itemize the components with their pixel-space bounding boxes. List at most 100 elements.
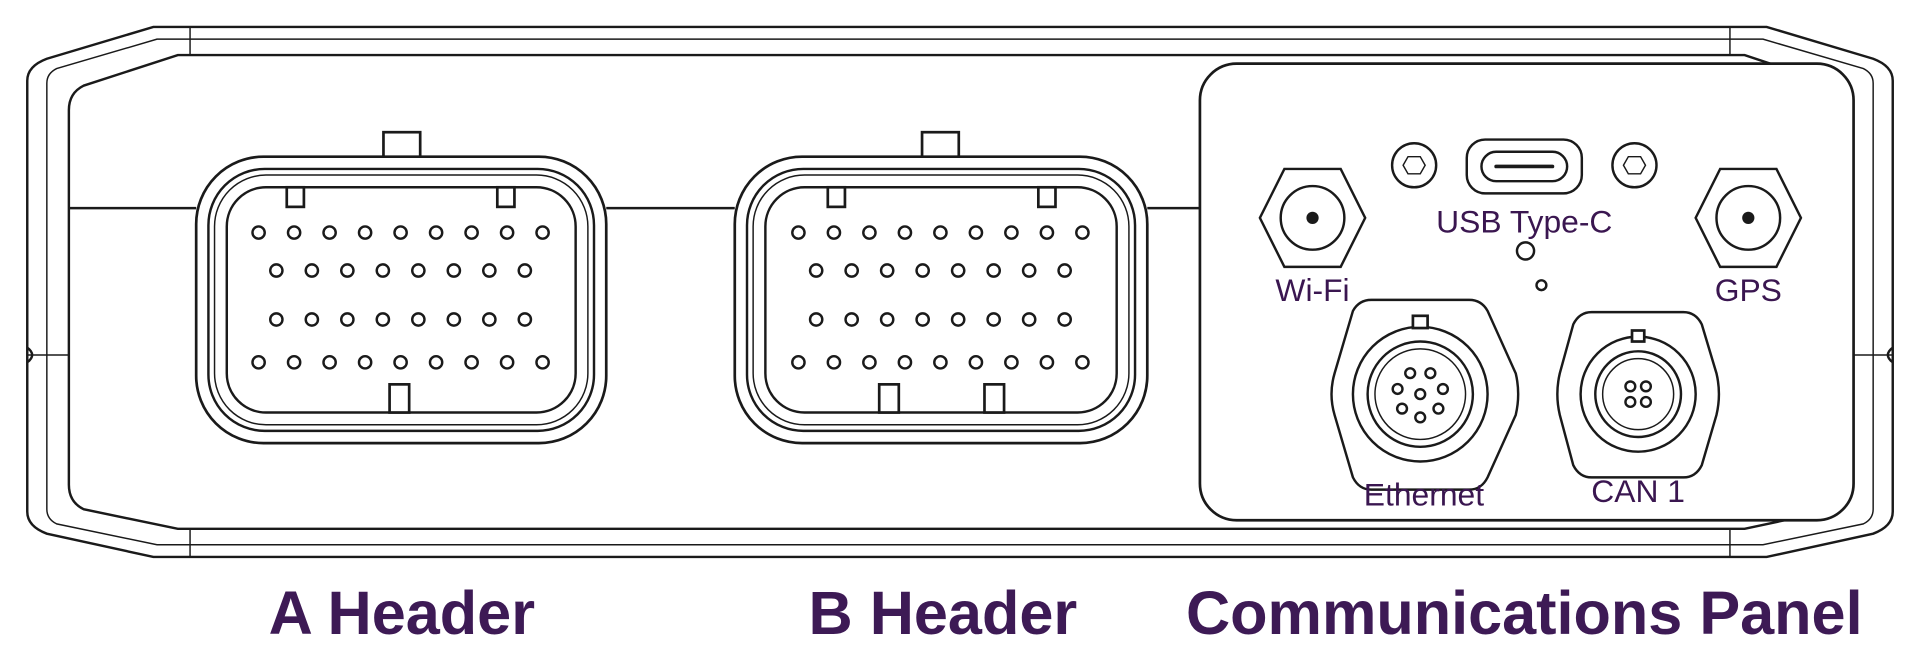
header-pin [357, 354, 373, 370]
header-pin [535, 354, 550, 370]
header-pin [897, 225, 913, 240]
ethernet-pin [1404, 367, 1417, 380]
header-pin [986, 263, 1002, 278]
gps-label: GPS [1715, 272, 1782, 308]
ethernet-pin [1414, 388, 1427, 401]
header-pin [915, 263, 931, 278]
wifi-label: Wi-Fi [1275, 272, 1349, 308]
header-pin [393, 225, 408, 240]
b-header-label: B Header [809, 579, 1078, 647]
usb-label: USB Type-C [1436, 204, 1612, 240]
header-pin [517, 312, 533, 327]
header-pin [499, 354, 515, 370]
header-pin [375, 263, 391, 278]
header-pin [1075, 225, 1090, 240]
header-pin [1004, 225, 1019, 240]
header-pin [393, 354, 408, 370]
header-pin [428, 225, 444, 240]
screw-right [1611, 141, 1658, 189]
a-header-label: A Header [269, 579, 535, 647]
header-pin [844, 312, 860, 327]
can1-pin [1639, 380, 1653, 393]
header-pin [1004, 354, 1019, 370]
can1-port[interactable] [1556, 310, 1721, 479]
header-pin [897, 354, 913, 370]
can1-pin [1639, 395, 1653, 409]
ethernet-pin [1414, 411, 1427, 424]
header-pin [950, 263, 966, 278]
header-pin [879, 263, 895, 278]
header-pin [375, 312, 391, 327]
header-pin [1057, 263, 1073, 278]
header-pin [251, 354, 266, 370]
ethernet-pin [1391, 382, 1404, 396]
header-pin [481, 263, 497, 278]
header-pin [411, 312, 426, 327]
header-pin [446, 263, 462, 278]
ethernet-pin [1436, 382, 1450, 396]
header-pin [968, 225, 984, 240]
wifi-antenna-port[interactable] [1258, 167, 1367, 269]
screw-left [1390, 141, 1438, 189]
header-pin [826, 354, 842, 370]
ethernet-port[interactable] [1330, 298, 1520, 491]
header-pin [286, 354, 302, 370]
usb-c-port[interactable] [1465, 138, 1584, 195]
ethernet-pin [1432, 402, 1445, 415]
header-pin [933, 225, 948, 240]
header-pin [269, 312, 284, 327]
can1-pin [1624, 395, 1637, 409]
header-pin [879, 312, 895, 327]
b-header-connector [733, 130, 1149, 445]
header-pin [1021, 263, 1037, 278]
header-pin [304, 263, 320, 278]
header-pin [1075, 354, 1090, 370]
a-header-connector [194, 130, 608, 445]
header-pin [499, 225, 515, 240]
header-pin [428, 354, 444, 370]
can1-pin [1624, 380, 1637, 393]
header-pin [826, 225, 842, 240]
header-pin [1021, 312, 1037, 327]
header-pin [844, 263, 860, 278]
header-pin [808, 312, 824, 327]
communications-panel-label: Communications Panel [1186, 579, 1863, 647]
header-pin [464, 225, 479, 240]
ethernet-pin [1395, 402, 1409, 415]
header-pin [322, 225, 337, 240]
header-pin [791, 354, 806, 370]
header-pin [464, 354, 479, 370]
header-pin [446, 312, 462, 327]
header-pin [808, 263, 824, 278]
header-pin [411, 263, 426, 278]
header-pin [950, 312, 966, 327]
header-pin [251, 225, 266, 240]
header-pin [933, 354, 948, 370]
communications-panel: Wi-Fi GPS USB Type-C [1198, 62, 1855, 522]
header-pin [1057, 312, 1073, 327]
header-pin [517, 263, 533, 278]
header-pin [791, 225, 806, 240]
reset-pinhole-icon [1535, 279, 1548, 292]
gps-antenna-port[interactable] [1694, 167, 1803, 269]
header-pin [535, 225, 550, 240]
status-led-icon [1515, 241, 1536, 261]
header-pin [915, 312, 931, 327]
ethernet-pin [1424, 367, 1437, 380]
header-pin [304, 312, 320, 327]
header-pin [357, 225, 373, 240]
header-pin [862, 354, 877, 370]
header-pin [986, 312, 1002, 327]
header-pin [968, 354, 984, 370]
header-pin [340, 263, 355, 278]
header-pin [340, 312, 355, 327]
header-pin [481, 312, 497, 327]
header-pin [286, 225, 302, 240]
header-pin [1039, 354, 1055, 370]
header-pin [862, 225, 877, 240]
header-pin [322, 354, 337, 370]
header-pin [269, 263, 284, 278]
header-pin [1039, 225, 1055, 240]
can1-label: CAN 1 [1591, 473, 1685, 509]
